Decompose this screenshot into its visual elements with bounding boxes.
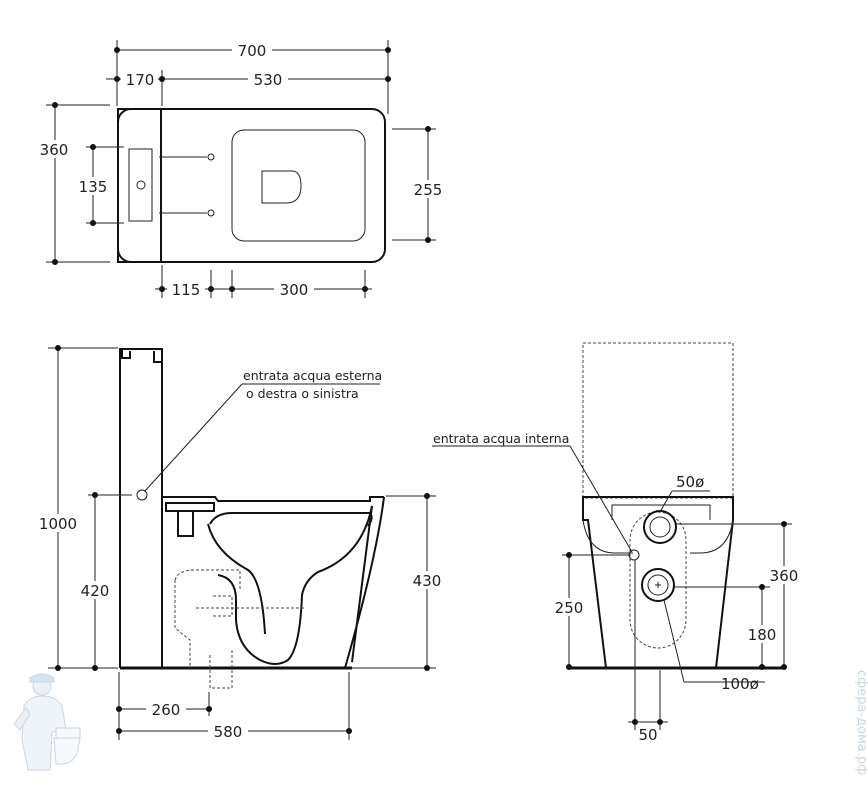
dim-inlet-height: 420 <box>81 582 110 600</box>
dim-outlet-height: 180 <box>748 626 777 644</box>
dim-rim-height: 430 <box>413 572 442 590</box>
dim-outlet-distance: 260 <box>152 701 181 719</box>
watermark: сфера-дома.рф <box>13 670 868 775</box>
top-view-bowl-opening <box>231 129 366 242</box>
side-view-rim <box>162 496 384 502</box>
rear-view-outlet-slot <box>629 511 687 649</box>
dim-total-depth: 580 <box>214 723 243 741</box>
side-view-outer-shell <box>344 496 385 669</box>
dim-opening-width: 255 <box>414 181 443 199</box>
top-view-bowl-outline <box>117 108 386 263</box>
dim-internal-inlet-height: 250 <box>555 599 584 617</box>
dim-inlet-height-rear: 360 <box>770 567 799 585</box>
dim-opening-length: 300 <box>280 281 309 299</box>
top-view-tank <box>117 108 162 263</box>
dim-tank-depth: 170 <box>126 71 155 89</box>
plumber-mascot-logo <box>13 673 81 771</box>
watermark-text: сфера-дома.рф <box>854 670 868 775</box>
dim-total-width: 360 <box>40 141 69 159</box>
side-view-trap <box>207 523 266 635</box>
dim-total-length: 700 <box>238 42 267 60</box>
rear-view-waste-outlet <box>641 568 675 602</box>
note-internal-inlet: entrata acqua interna <box>433 431 569 446</box>
rear-view-tank-outline <box>582 342 734 499</box>
top-view-fixing-hole <box>207 153 215 161</box>
rear-view-body <box>582 496 734 669</box>
dim-fixing-offset: 115 <box>172 281 201 299</box>
dim-inlet-diameter: 50ø <box>676 473 704 491</box>
rear-view-inlet-connection <box>643 510 677 544</box>
top-view-tank-slot <box>128 148 153 222</box>
dim-fixing-spacing: 135 <box>79 178 108 196</box>
top-view-drain <box>261 170 302 204</box>
dim-outlet-diameter: 100ø <box>721 675 759 693</box>
note-external-inlet-line1: entrata acqua esterna <box>243 368 382 383</box>
dim-total-height: 1000 <box>39 515 77 533</box>
side-view-seat <box>209 512 373 527</box>
top-view: 700 170 530 360 135 255 <box>36 40 448 299</box>
rear-view: entrata acqua interna 50ø 360 250 180 10… <box>432 342 802 744</box>
side-view: 1000 420 430 260 580 entrata acqua ester… <box>30 345 446 741</box>
top-view-flush-button <box>136 180 146 190</box>
dim-bowl-length: 530 <box>254 71 283 89</box>
side-view-water-inlet <box>136 489 148 501</box>
note-external-inlet-line2: o destra o sinistra <box>246 386 359 401</box>
side-view-tank <box>119 348 163 668</box>
side-view-waste-outlet <box>174 569 304 689</box>
top-view-fixing-hole <box>207 209 215 217</box>
dim-inlet-offset: 50 <box>638 726 657 744</box>
